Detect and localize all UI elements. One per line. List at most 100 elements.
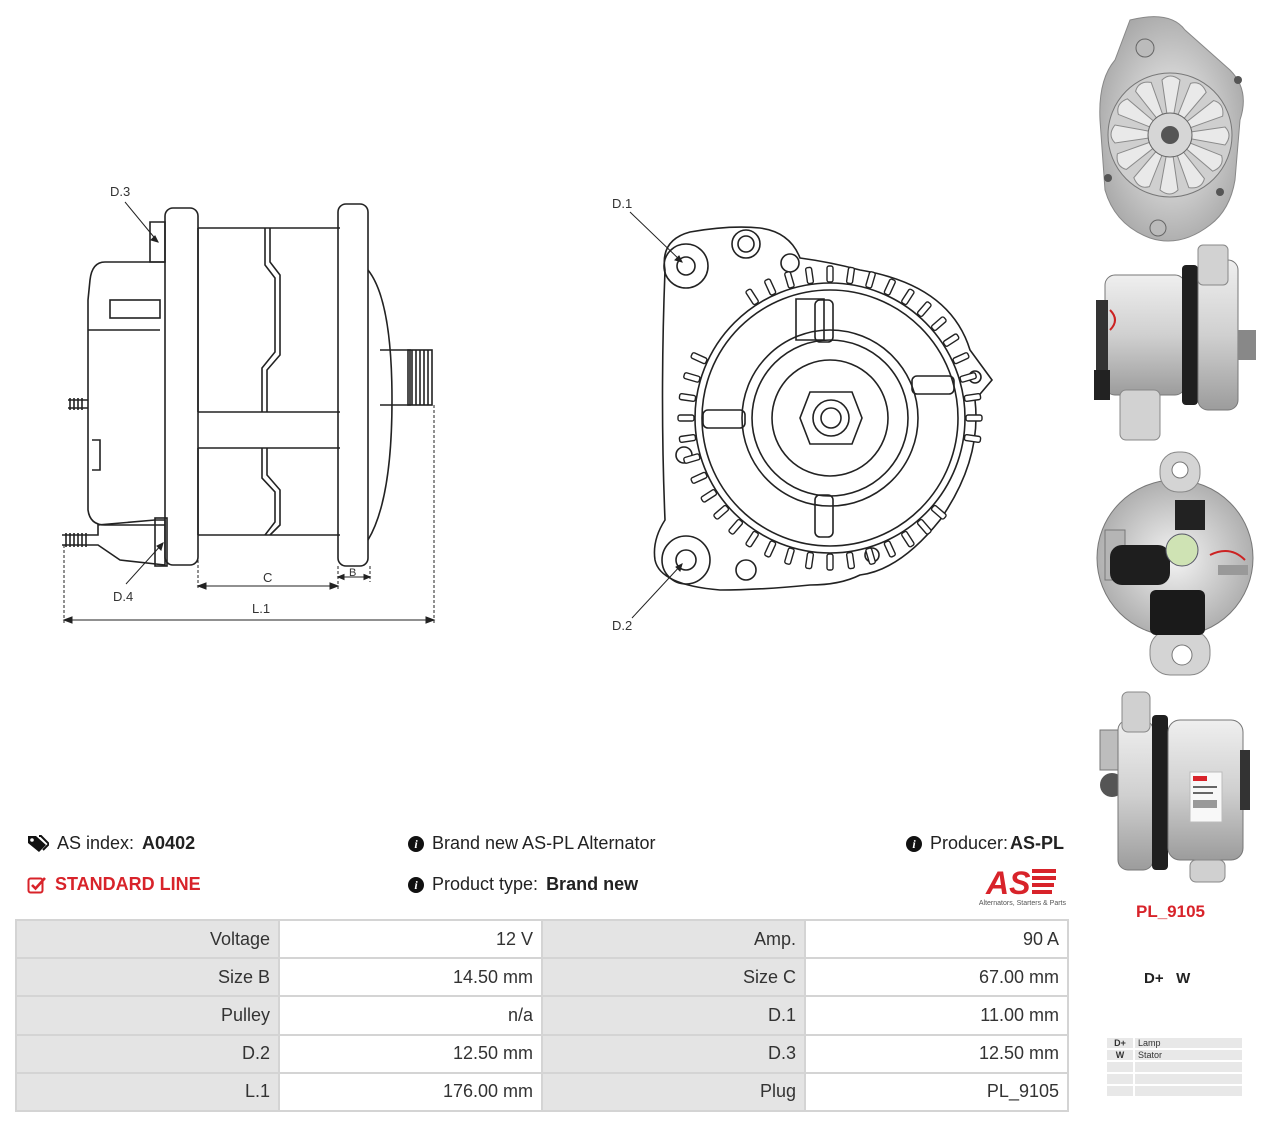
cooling-slot — [804, 266, 815, 285]
label-d4: D.4 — [113, 589, 133, 604]
spec-value: 67.00 mm — [804, 957, 1069, 998]
cooling-slot — [677, 414, 695, 422]
label-l1: L.1 — [252, 601, 270, 616]
table-row: Pulley n/a D.1 11.00 mm — [15, 995, 1069, 1036]
spec-label: Voltage — [15, 918, 280, 960]
spec-value: 14.50 mm — [278, 957, 543, 998]
tags-icon — [28, 834, 49, 852]
cooling-slot — [690, 352, 708, 365]
table-row: D.2 12.50 mm D.3 12.50 mm — [15, 1033, 1069, 1074]
producer-value: AS-PL — [1010, 833, 1065, 853]
photo-rear-view — [1096, 451, 1254, 676]
cooling-slot — [952, 352, 970, 365]
cooling-slot — [845, 551, 856, 570]
spec-label: Plug — [541, 1071, 806, 1113]
plug-desc — [1135, 1086, 1242, 1096]
spec-label: Pulley — [15, 995, 280, 1036]
producer-label: Producer: — [930, 833, 1009, 853]
cooling-slot — [965, 414, 983, 422]
cooling-slot — [683, 453, 701, 464]
info-icon: i — [408, 835, 424, 852]
plug-key: W — [1107, 1050, 1133, 1060]
table-row: D+ Lamp — [1107, 1038, 1242, 1048]
spec-label: L.1 — [15, 1071, 280, 1113]
fan-blade — [1159, 134, 1179, 195]
producer-row: i Producer: AS-PL — [906, 833, 1064, 854]
cooling-slot — [728, 518, 744, 535]
cooling-slot — [865, 271, 876, 289]
table-row: L.1 176.00 mm Plug PL_9105 — [15, 1071, 1069, 1113]
as-index-label: AS index: — [57, 833, 135, 853]
table-row: Size B 14.50 mm Size C 67.00 mm — [15, 957, 1069, 998]
cooling-slot — [784, 271, 795, 289]
plug-desc: Stator — [1135, 1050, 1242, 1060]
logo-tagline: Alternators, Starters & Parts — [979, 900, 1067, 907]
label-c: C — [263, 570, 272, 585]
brand-new-text: Brand new AS-PL Alternator — [432, 833, 656, 853]
label-b: B — [349, 567, 356, 579]
plug-key — [1107, 1086, 1133, 1096]
cooling-slot — [930, 316, 947, 332]
product-type-label: Product type: — [432, 874, 539, 894]
cooling-slot — [959, 372, 977, 383]
table-row — [1107, 1086, 1242, 1096]
fan-blade — [1169, 126, 1230, 146]
as-pl-logo: AS Alternators, Starters & Parts — [979, 865, 1067, 907]
cooling-slot — [678, 433, 697, 444]
spec-value: PL_9105 — [804, 1071, 1069, 1113]
info-icon: i — [906, 835, 922, 852]
spec-label: D.1 — [541, 995, 806, 1036]
table-row: Voltage 12 V Amp. 90 A — [15, 918, 1069, 960]
label-d3: D.3 — [110, 184, 130, 199]
cooling-slot — [883, 278, 896, 296]
cooling-slot — [713, 504, 730, 520]
standard-line-row: STANDARD LINE — [27, 874, 201, 895]
cooling-slot — [930, 504, 947, 520]
spec-value: 12 V — [278, 918, 543, 960]
cooling-slot — [916, 518, 932, 535]
label-d2: D.2 — [612, 618, 632, 633]
plug-desc — [1135, 1062, 1242, 1072]
cooling-slot — [764, 278, 777, 296]
checkbox-checked-icon — [27, 876, 46, 893]
cooling-slot — [826, 265, 834, 283]
cooling-slot — [764, 540, 777, 558]
cooling-slot — [678, 392, 697, 403]
spec-value: 176.00 mm — [278, 1071, 543, 1113]
cooling-slot — [745, 530, 759, 548]
photo-side-view — [1094, 244, 1256, 441]
photo-side-label-view — [1099, 691, 1250, 883]
spec-label: D.3 — [541, 1033, 806, 1074]
cooling-slot — [865, 547, 876, 565]
plug-desc — [1135, 1074, 1242, 1084]
cooling-slot — [700, 489, 718, 503]
spec-label: Size B — [15, 957, 280, 998]
cooling-slot — [916, 301, 932, 318]
cooling-slot — [942, 333, 960, 347]
plug-key: D+ — [1107, 1038, 1133, 1048]
cooling-slot — [963, 433, 982, 444]
spec-value: n/a — [278, 995, 543, 1036]
product-type-value: Brand new — [546, 874, 639, 894]
cooling-slot — [901, 288, 915, 306]
plug-terminals: D+ W — [1144, 970, 1191, 987]
as-index-row: AS index: A0402 — [27, 833, 195, 854]
as-index-value: A0402 — [142, 833, 196, 853]
cooling-slot — [690, 471, 708, 484]
specification-table: Voltage 12 V Amp. 90 A Size B 14.50 mm S… — [15, 918, 1069, 1113]
label-d1: D.1 — [612, 196, 632, 211]
cooling-slot — [784, 547, 795, 565]
spec-label: Amp. — [541, 918, 806, 960]
cooling-slot — [683, 372, 701, 383]
side-view-drawing: D.3 D.4 C B L.1 — [62, 184, 436, 625]
table-row: W Stator — [1107, 1050, 1242, 1060]
cooling-slot — [745, 288, 759, 306]
spec-value: 90 A — [804, 918, 1069, 960]
brand-new-row: i Brand new AS-PL Alternator — [408, 833, 655, 854]
fan-blade — [1110, 124, 1171, 144]
standard-line-text: STANDARD LINE — [55, 874, 201, 894]
product-type-row: i Product type: Brand new — [408, 874, 638, 895]
fan-blade — [1161, 75, 1181, 136]
spec-value: 12.50 mm — [278, 1033, 543, 1074]
plug-key — [1107, 1074, 1133, 1084]
